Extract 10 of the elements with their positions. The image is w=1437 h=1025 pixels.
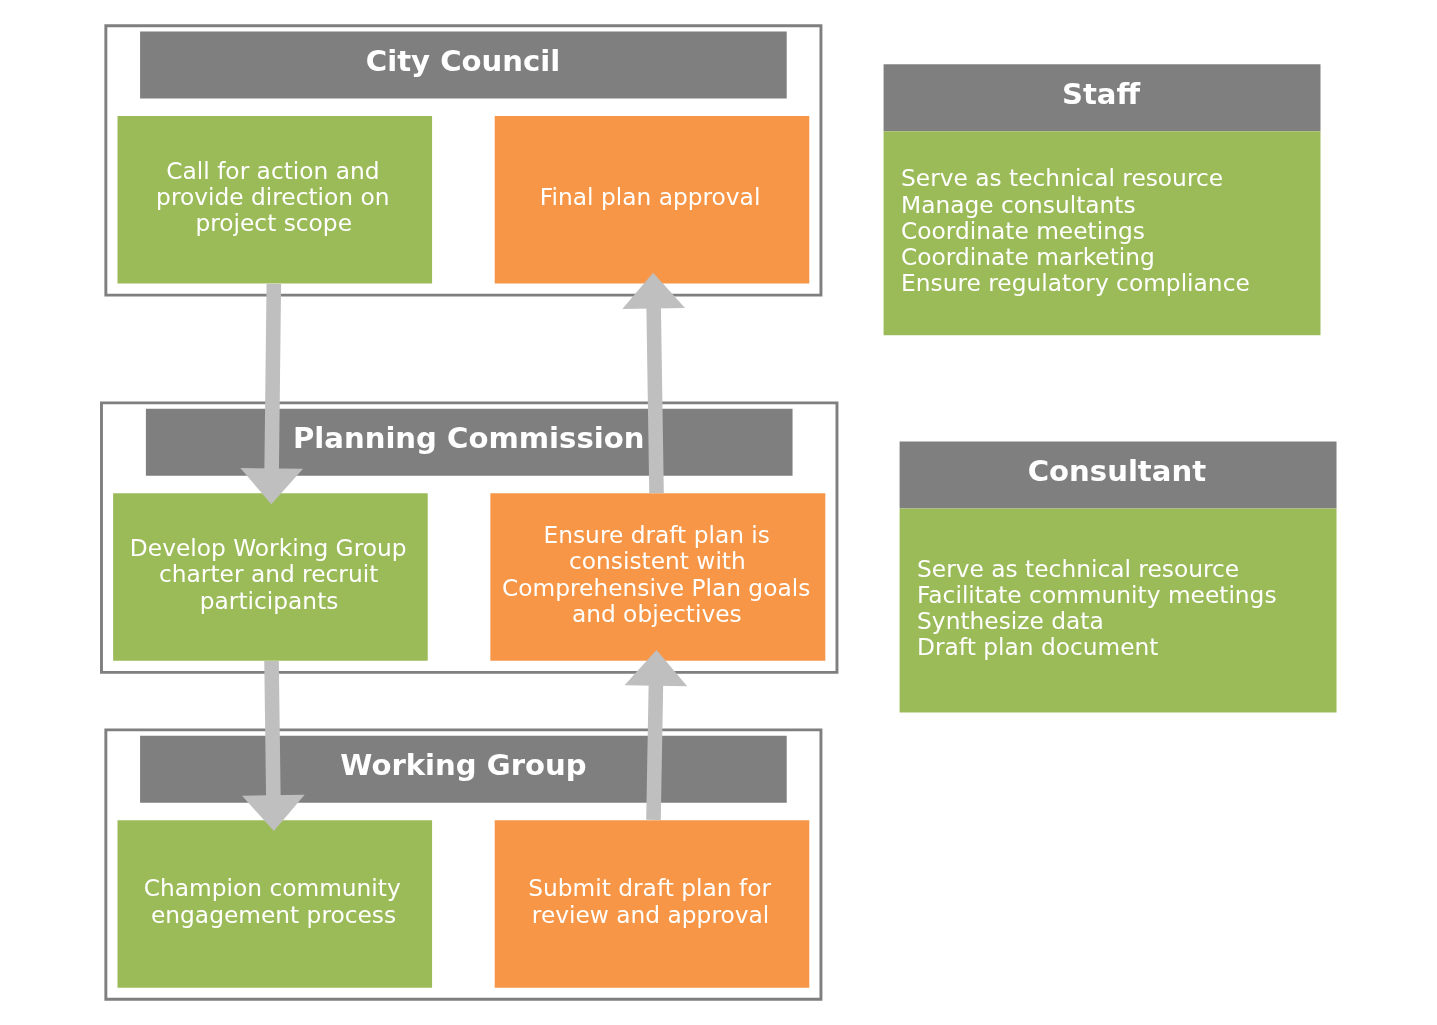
node-box: Ensure draft plan is consistent with Comprehensive Plan goals and objectives [489, 493, 825, 661]
node-box: Submit draft plan for review and approval [494, 820, 809, 988]
node-box: Final plan approval [494, 116, 809, 284]
node-box: Champion community engagement process [117, 820, 432, 988]
arrow [624, 649, 687, 821]
arrow [621, 272, 685, 494]
node-box: Develop Working Group charter and recruit participants [112, 493, 428, 661]
arrow [239, 283, 303, 505]
arrow [241, 660, 305, 832]
node-box: Call for action and provide direction on project scope [117, 116, 432, 284]
